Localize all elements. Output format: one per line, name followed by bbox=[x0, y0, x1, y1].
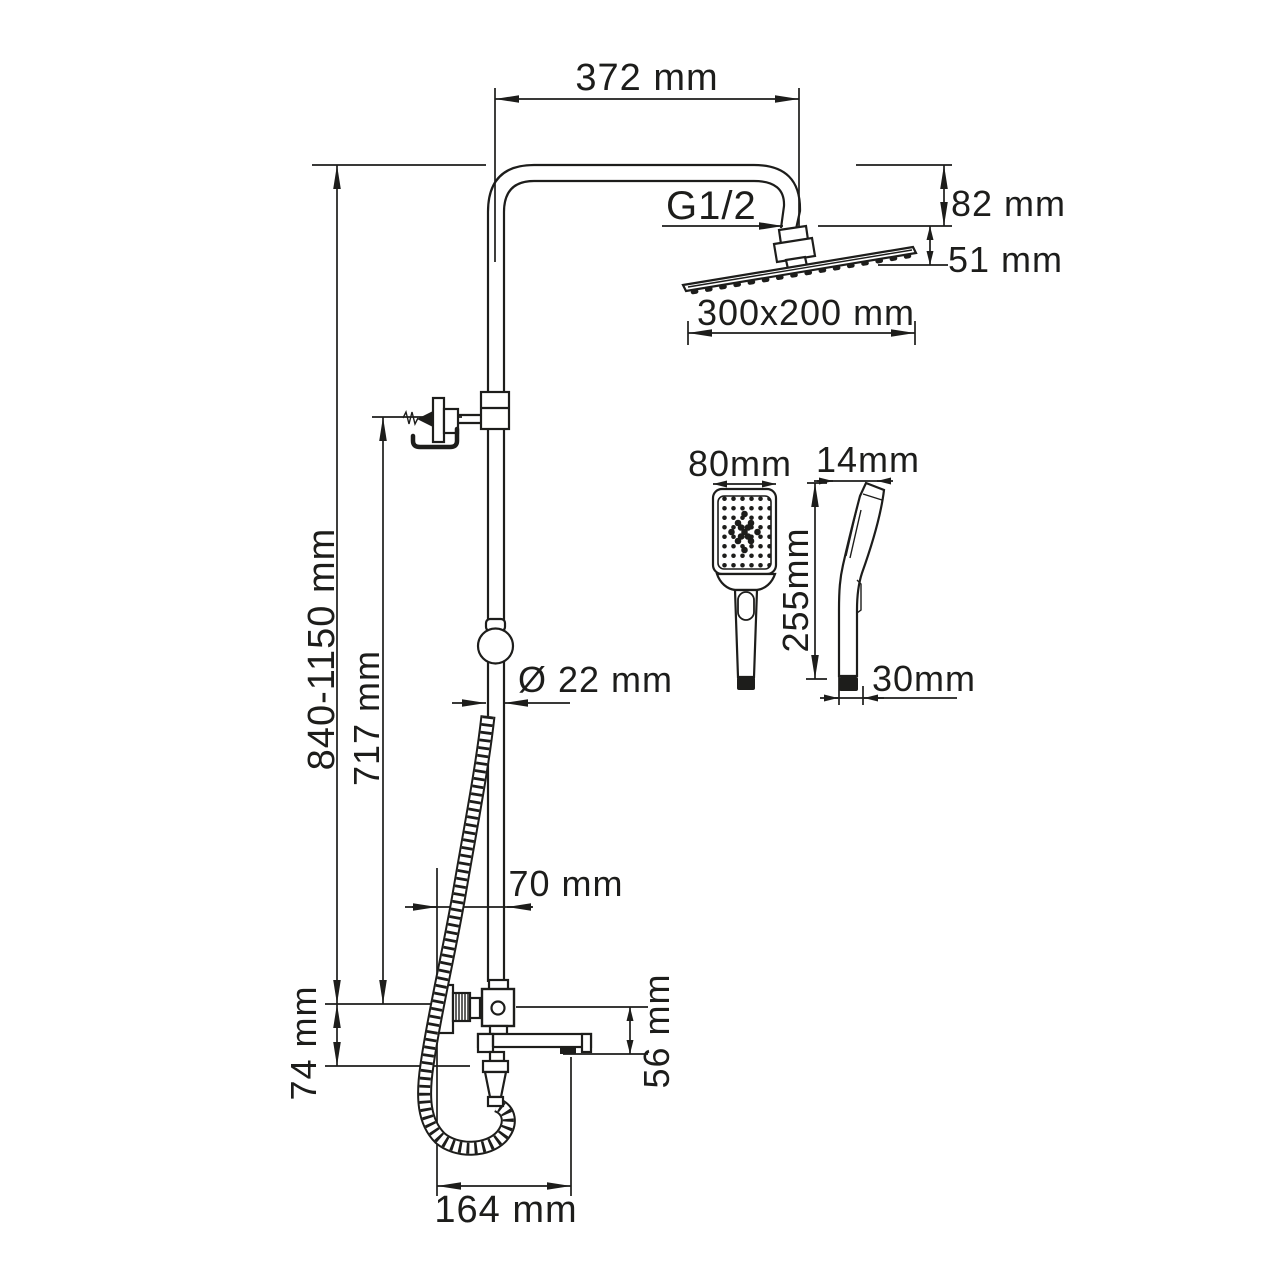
spout bbox=[476, 1032, 593, 1049]
dim-thread: G1/2 bbox=[662, 184, 783, 230]
dim-label-spout-drop: 56 mm bbox=[636, 973, 677, 1088]
dim-label-thread: G1/2 bbox=[666, 184, 757, 228]
bracket-hook bbox=[410, 426, 460, 450]
dim-label-head-size: 300x200 mm bbox=[697, 292, 915, 333]
handshower-inlet bbox=[737, 677, 755, 690]
dim-label-pipe-diameter: Ø 22 mm bbox=[518, 659, 673, 700]
dim-label-valve-drop: 74 mm bbox=[283, 985, 324, 1100]
dimension-lines: 372 mm G1/2 82 mm 51 mm 300x200 mm bbox=[283, 57, 1066, 1231]
dim-label-head-drop: 82 mm bbox=[951, 183, 1066, 224]
shower-column-pipe bbox=[486, 163, 802, 982]
spout-aerator bbox=[560, 1047, 576, 1054]
hand-shower-front-view bbox=[711, 487, 778, 690]
mixer-valve bbox=[435, 978, 593, 1054]
handshower-center-jets bbox=[728, 510, 761, 554]
valve-body bbox=[480, 987, 516, 1028]
dim-handshower-head-depth: 14mm bbox=[814, 439, 920, 485]
dim-label-pipe-height: 717 mm bbox=[346, 650, 387, 786]
handshower-inlet-side bbox=[839, 677, 858, 691]
dim-wall-offset: 70 mm bbox=[405, 863, 623, 982]
bracket-flange bbox=[431, 396, 446, 444]
dim-label-column-height: 840-1150 mm bbox=[301, 528, 343, 771]
dim-label-wall-offset: 70 mm bbox=[508, 863, 623, 904]
shower-hose bbox=[417, 715, 516, 1156]
handshower-mode-button bbox=[737, 591, 755, 621]
dim-label-arm-reach: 372 mm bbox=[575, 57, 718, 99]
screw-icon bbox=[417, 411, 433, 427]
dim-arm-reach: 372 mm bbox=[494, 57, 800, 262]
slider-holder-knob bbox=[476, 617, 515, 665]
screw-thread bbox=[402, 409, 419, 427]
dim-column-height: 840-1150 mm bbox=[301, 164, 486, 1005]
dim-handshower-handle-depth: 30mm bbox=[820, 658, 976, 705]
wall-bracket bbox=[402, 396, 481, 450]
dim-head-drop: 82 mm 51 mm bbox=[818, 164, 1066, 280]
dim-label-handshower-width: 80mm bbox=[688, 443, 792, 484]
hand-shower-side-view bbox=[837, 481, 886, 691]
dim-pipe-height: 717 mm bbox=[346, 416, 462, 1004]
dim-label-handshower-head-depth: 14mm bbox=[816, 439, 920, 480]
dim-pipe-diameter: Ø 22 mm bbox=[452, 659, 673, 707]
dim-spout-reach: 164 mm bbox=[434, 1040, 577, 1231]
dim-handshower-width: 80mm bbox=[688, 443, 792, 488]
dim-valve-drop: 74 mm bbox=[283, 985, 470, 1101]
bracket-plate bbox=[442, 407, 460, 435]
dim-handshower-length: 255mm bbox=[775, 482, 827, 680]
dim-label-spout-reach: 164 mm bbox=[434, 1189, 577, 1231]
dim-spout-drop: 56 mm bbox=[516, 973, 677, 1089]
dim-label-head-edge-drop: 51 mm bbox=[948, 239, 1063, 280]
pipe-union bbox=[479, 390, 511, 431]
dim-head-size: 300x200 mm bbox=[687, 292, 916, 345]
dim-label-handshower-handle-depth: 30mm bbox=[872, 658, 976, 699]
dim-label-handshower-length: 255mm bbox=[775, 527, 816, 652]
hose-outlet-connector bbox=[481, 1050, 510, 1108]
valve-handle-axis bbox=[490, 1000, 506, 1016]
rain-shower-head bbox=[681, 224, 918, 295]
